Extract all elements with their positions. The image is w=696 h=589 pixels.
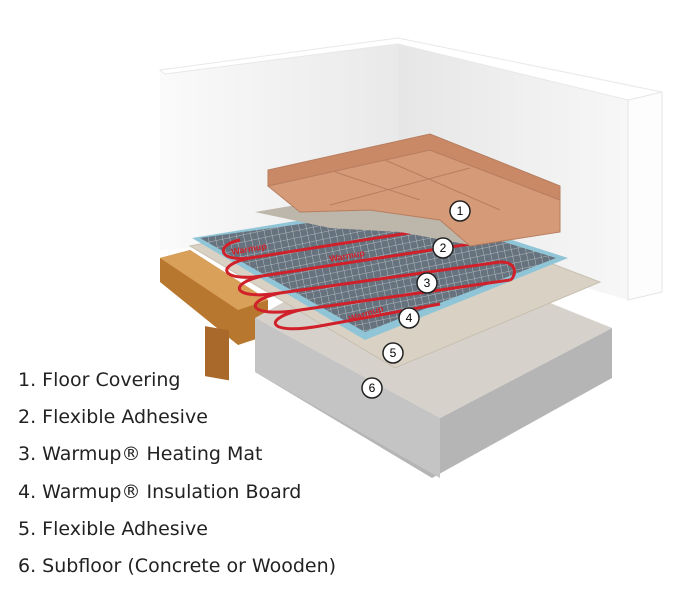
svg-text:5: 5 <box>390 346 397 360</box>
callout-6: 6 <box>361 377 383 399</box>
callout-5: 5 <box>382 342 404 364</box>
right-wall-edge <box>627 91 663 301</box>
svg-text:1: 1 <box>457 204 464 218</box>
svg-text:6: 6 <box>369 381 376 395</box>
callout-4: 4 <box>398 307 420 329</box>
legend-item-heating-mat: 3. Warmup® Heating Mat <box>18 443 263 466</box>
svg-text:2: 2 <box>440 241 447 255</box>
legend-item-flexible-adhesive-2: 5. Flexible Adhesive <box>18 517 208 540</box>
svg-text:3: 3 <box>424 276 431 290</box>
wooden-joists <box>160 250 268 381</box>
callout-3: 3 <box>416 272 438 294</box>
legend: 1. Floor Covering 2. Flexible Adhesive 3… <box>18 366 336 589</box>
wall-top <box>158 37 663 101</box>
svg-text:4: 4 <box>406 311 413 325</box>
callout-2: 2 <box>432 237 454 259</box>
legend-item-subfloor: 6. Subfloor (Concrete or Wooden) <box>18 554 337 577</box>
floor-tiles <box>266 133 561 247</box>
legend-item-insulation-board: 4. Warmup® Insulation Board <box>18 480 302 503</box>
callouts: 1 2 3 4 5 6 <box>361 200 471 399</box>
callout-1: 1 <box>449 200 471 222</box>
legend-item-flexible-adhesive: 2. Flexible Adhesive <box>18 406 208 429</box>
legend-item-floor-covering: 1. Floor Covering <box>18 369 181 391</box>
